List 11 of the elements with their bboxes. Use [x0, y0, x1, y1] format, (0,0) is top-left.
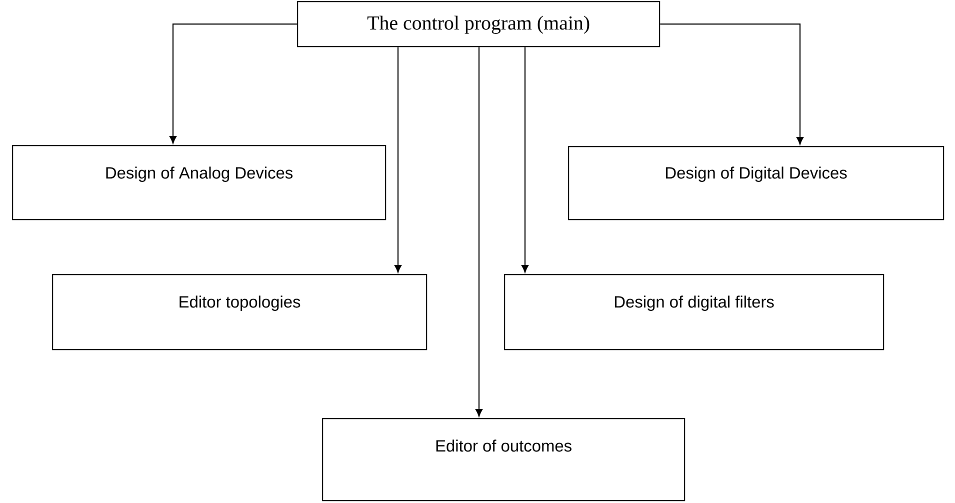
- arrow: [476, 47, 482, 417]
- process-box: Design of digital filters: [504, 274, 884, 350]
- process-box: Editor topologies: [52, 274, 428, 350]
- process-box: Editor of outcomes: [322, 418, 686, 502]
- arrow: [660, 24, 804, 145]
- process-box: Design of Analog Devices: [12, 145, 386, 220]
- process-box: Design of Digital Devices: [568, 146, 944, 220]
- process-box: The control program (main): [297, 1, 660, 48]
- arrow: [394, 47, 402, 273]
- arrow: [170, 24, 297, 144]
- arrow: [522, 47, 528, 273]
